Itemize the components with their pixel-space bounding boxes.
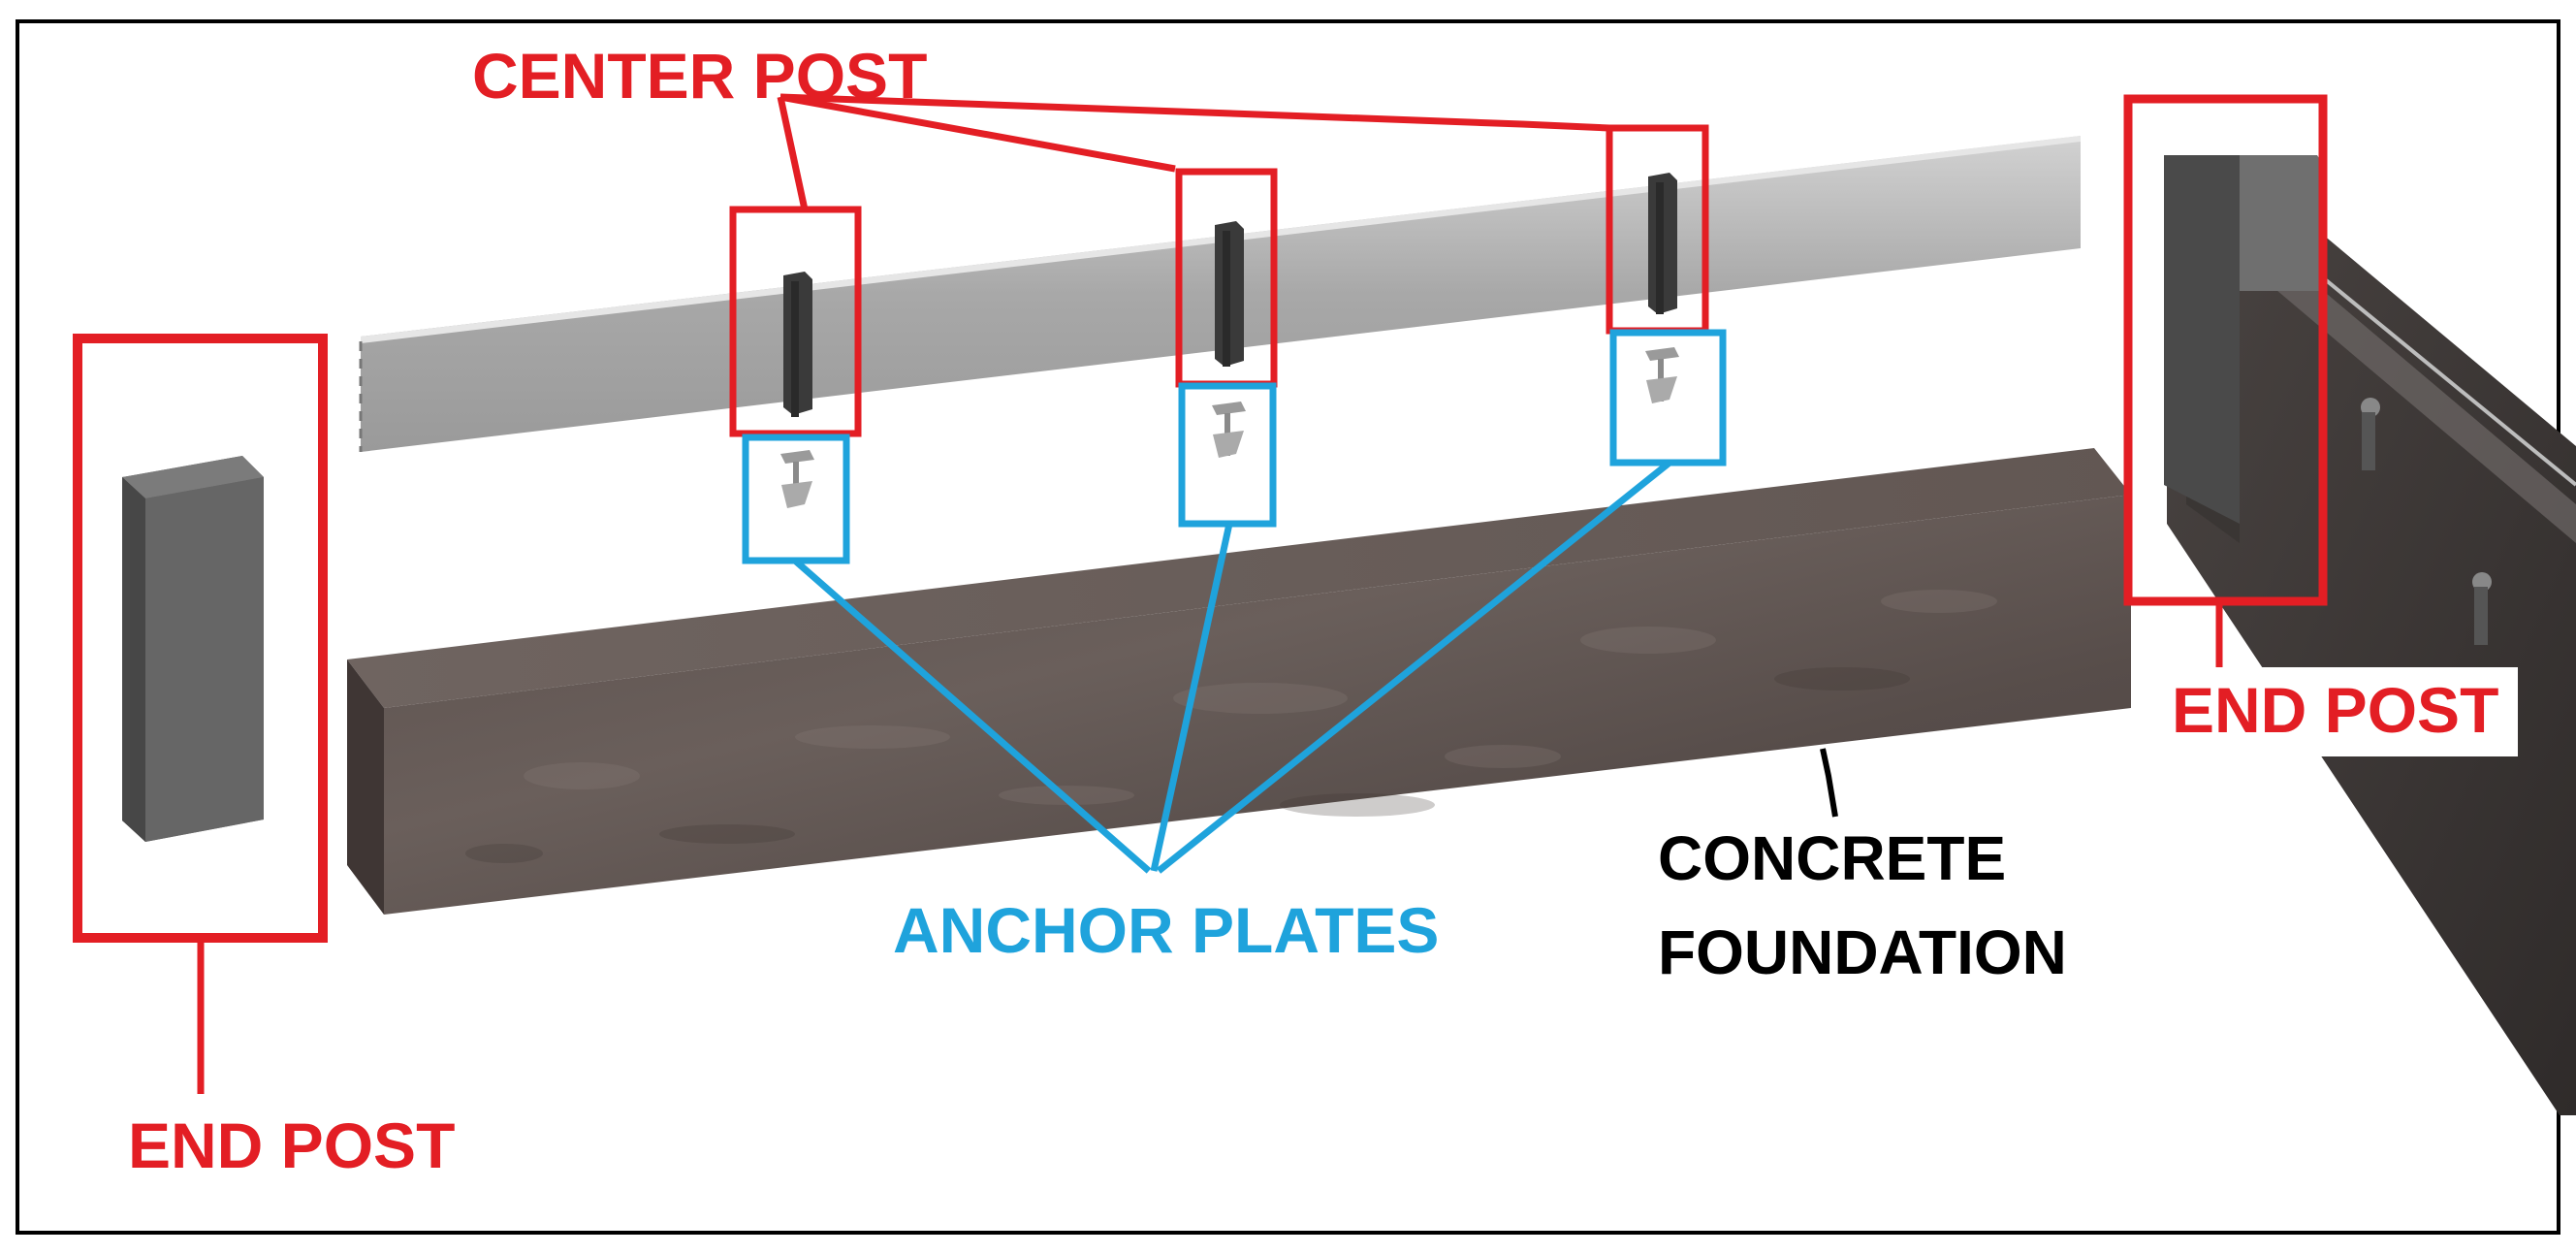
center-post-callouts — [729, 93, 1709, 437]
center-post-label: CENTER POST — [472, 40, 927, 112]
right-end-post-callout — [2123, 94, 2328, 667]
end-post-right-label: END POST — [2172, 674, 2498, 746]
anchor-plate-3 — [1645, 347, 1679, 403]
anchor-plate-callouts — [742, 329, 1727, 874]
anchor-leader-2 — [1150, 523, 1233, 872]
anchor-plate-2 — [1212, 402, 1246, 458]
center-post-2 — [1215, 221, 1244, 367]
center-post-1-box — [729, 206, 862, 437]
end-post-left-label: END POST — [128, 1109, 455, 1181]
center-post-3 — [1648, 173, 1677, 314]
anchor-plates-label: ANCHOR PLATES — [893, 894, 1439, 966]
anchor-leader-1 — [792, 558, 1152, 874]
center-post-leader-1 — [777, 96, 809, 210]
right-fence-wall — [2164, 155, 2576, 1115]
end-post-right-label-bg — [2154, 667, 2518, 756]
anchor-leader-3 — [1156, 460, 1672, 874]
center-post-leader-2 — [779, 93, 1176, 173]
center-post-1 — [783, 272, 812, 417]
concrete-foundation — [347, 448, 2131, 915]
left-end-post — [122, 456, 264, 842]
anchor-plate-1 — [780, 450, 814, 508]
concrete-label-line1: CONCRETE — [1658, 823, 2006, 893]
concrete-foundation-callout — [1820, 748, 1838, 818]
center-post-leader-3 — [779, 93, 1610, 132]
left-end-post-callout — [73, 334, 328, 1094]
concrete-label-line2: FOUNDATION — [1658, 917, 2067, 987]
